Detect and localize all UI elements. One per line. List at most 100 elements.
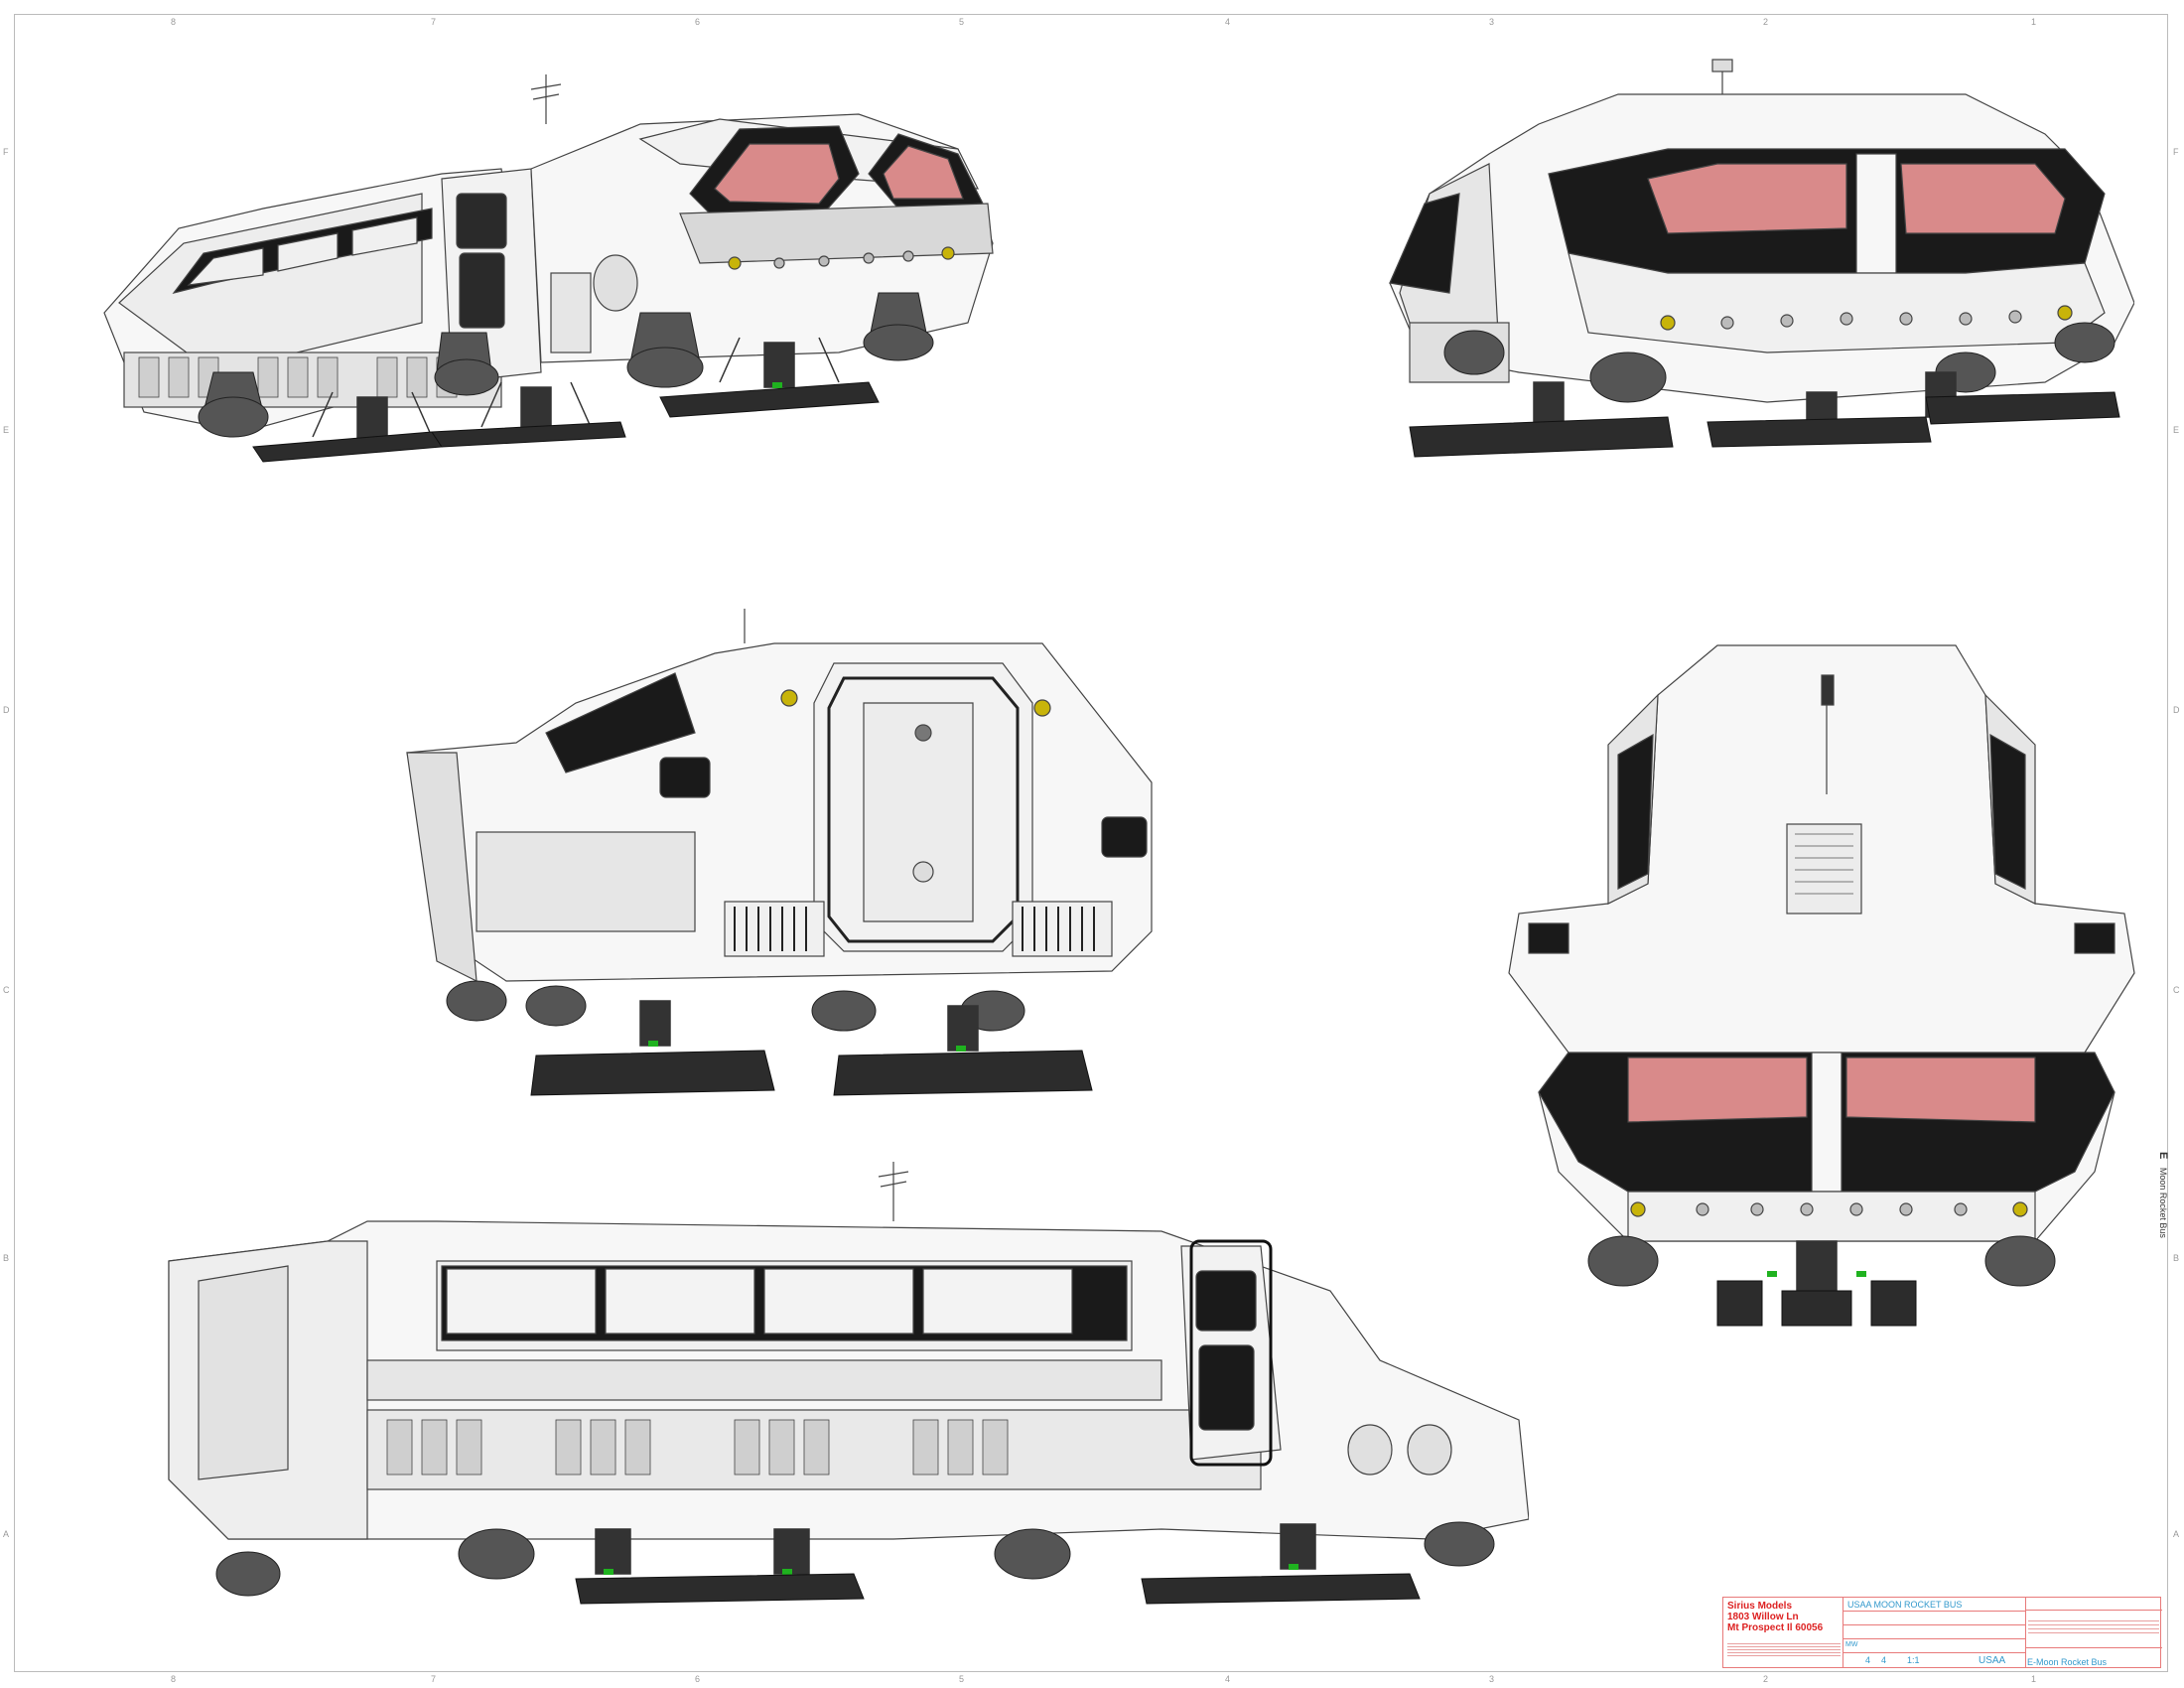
tolerance-table-placeholder [2028, 1618, 2159, 1647]
side-hatch [550, 272, 592, 353]
zone-number-bottom: 2 [1763, 1674, 1769, 1684]
front-lamp-left [1660, 315, 1676, 331]
landing-leg-spring [595, 1528, 631, 1575]
door-window-upper [1195, 1270, 1257, 1332]
company-block: Sirius Models 1803 Willow Ln Mt Prospect… [1723, 1598, 1843, 1668]
side-window-frame [605, 1268, 755, 1335]
engine-bell [1589, 352, 1667, 403]
cockpit-center-pillar [1855, 153, 1897, 274]
sheet-total: 4 [1881, 1655, 1887, 1665]
landing-pad [659, 381, 880, 418]
part-name: E-Moon Rocket Bus [2027, 1657, 2108, 1667]
drawn-by: MW [1845, 1641, 1858, 1648]
side-window-strip-right [1989, 733, 2026, 890]
zone-number-bottom: 6 [695, 1674, 701, 1684]
landing-pad [1141, 1573, 1421, 1605]
zone-letter-left: B [3, 1253, 10, 1263]
side-window-frame [351, 216, 418, 256]
zone-letter-right: C [2173, 985, 2180, 995]
equipment-bay [476, 831, 696, 932]
landing-leg-spring [1533, 381, 1565, 428]
front-lamp-right [2012, 1201, 2028, 1217]
view-perspective-front-left [84, 55, 1256, 611]
zone-letter-right: D [2173, 705, 2180, 715]
company-name: Sirius Models [1727, 1601, 1793, 1612]
door-window-lower [459, 252, 505, 329]
title-block-middle: USAA MOON ROCKET BUS MW 4 4 1:1 USAA [1843, 1598, 2025, 1668]
front-lamp-right [941, 246, 955, 260]
side-port [1407, 1424, 1452, 1476]
zone-number-bottom: 7 [431, 1674, 437, 1684]
side-port [593, 254, 638, 312]
view-rear-perspective [397, 604, 1201, 1100]
front-lamp-left [728, 256, 742, 270]
zone-letter-left: F [3, 147, 9, 157]
door-frame [1189, 1239, 1273, 1467]
engine-bell [458, 1528, 535, 1580]
zone-letter-right: E [2173, 425, 2180, 435]
engine-bell [198, 396, 269, 438]
company-city: Mt Prospect Il 60056 [1727, 1622, 1824, 1633]
view-perspective-front [1370, 55, 2134, 581]
side-window-frame [922, 1268, 1073, 1335]
rear-door-frame [827, 676, 1020, 943]
scale: 1:1 [1907, 1655, 1920, 1665]
zone-number-top: 5 [959, 17, 965, 27]
vehicle-drawing [103, 74, 994, 463]
landing-leg-spring [763, 342, 795, 388]
engine-bell [215, 1551, 281, 1597]
landing-leg-spring [773, 1528, 810, 1575]
zone-number-bottom: 4 [1225, 1674, 1231, 1684]
project-name: USAA MOON ROCKET BUS [1843, 1598, 2025, 1612]
vehicle-drawing [1389, 59, 2134, 458]
engine-bell [626, 347, 704, 388]
cockpit-glass-left [1647, 163, 1847, 234]
landing-pad [1409, 416, 1674, 458]
zone-number-top: 3 [1489, 17, 1495, 27]
side-lamp-box-right [2074, 922, 2116, 954]
side-port [1347, 1424, 1393, 1476]
side-title-text: Moon Rocket Bus [2158, 1167, 2168, 1238]
zone-letter-left: D [3, 705, 10, 715]
rear-door-panel [198, 1265, 289, 1480]
vehicle-drawing [1508, 644, 2135, 1327]
view-side-left [139, 1152, 1529, 1618]
engine-bell [434, 358, 499, 396]
engine-bell [446, 980, 507, 1022]
landing-pad [1781, 1290, 1852, 1327]
zone-number-bottom: 1 [2031, 1674, 2037, 1684]
company-address: 1803 Willow Ln [1727, 1612, 1799, 1622]
zone-number-bottom: 8 [171, 1674, 177, 1684]
side-window-frame [187, 247, 264, 286]
zone-number-top: 6 [695, 17, 701, 27]
engine-bell [1443, 330, 1505, 375]
zone-letter-right: A [2173, 1529, 2180, 1539]
cockpit-glass-left [1627, 1056, 1808, 1123]
front-lamp-left [1630, 1201, 1646, 1217]
door-window-lower [1198, 1344, 1255, 1431]
door-porthole [914, 724, 932, 742]
vent-grille-left [724, 901, 825, 957]
zone-letter-right: F [2173, 147, 2179, 157]
engine-bell [811, 990, 877, 1032]
zone-number-top: 8 [171, 17, 177, 27]
roof-hatch [1786, 823, 1862, 914]
engine-bell [994, 1528, 1071, 1580]
side-lamp-box-left [1528, 922, 1570, 954]
front-lamp-right [2057, 305, 2073, 321]
sheet-label: USAA [1979, 1655, 2006, 1666]
equipment-rail [366, 1359, 1162, 1401]
zone-number-top: 2 [1763, 17, 1769, 27]
landing-pad [530, 1050, 775, 1096]
cockpit-glass-left [714, 143, 840, 205]
cockpit-glass-right [1900, 163, 2066, 234]
landing-pad [1925, 391, 2120, 425]
zone-number-bottom: 3 [1489, 1674, 1495, 1684]
cockpit-visor-lower [1627, 1191, 2036, 1242]
zone-letter-right: B [2173, 1253, 2180, 1263]
zone-letter-left: C [3, 985, 10, 995]
vehicle-drawing [406, 609, 1153, 1096]
landing-leg-spring [1280, 1523, 1316, 1570]
landing-leg-spring [356, 396, 388, 443]
